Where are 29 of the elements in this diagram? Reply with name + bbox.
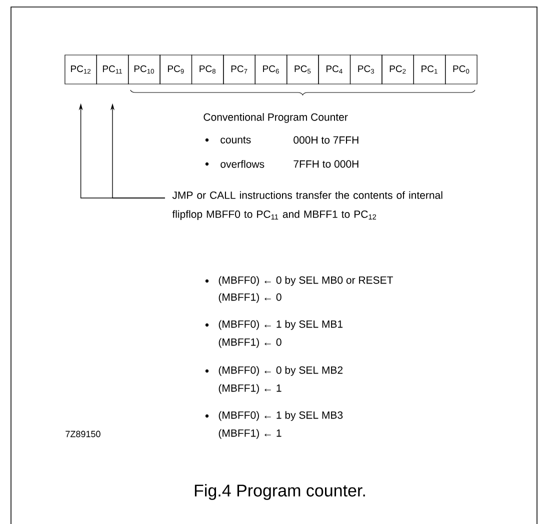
register-cell: PC$_{2}$ — [382, 54, 414, 84]
list-text: counts — [220, 136, 251, 144]
list-text: 7FFH to 000H — [294, 160, 358, 168]
note-text: JMP or CALL instructions transfer the contents of internal flipflop MBFF0 to PC$_{11}$ and MBFF1 to PC$_{12}$ — [172, 191, 442, 220]
register-cell: PC$_{7}$ — [223, 54, 256, 84]
register-cell: PC$_{0}$ — [445, 54, 478, 84]
register-cell: PC$_{10}$ — [128, 54, 160, 84]
register-cell: PC$_{9}$ — [160, 54, 192, 84]
list-text: overflows — [220, 160, 264, 168]
register-cell: PC$_{4}$ — [318, 54, 351, 84]
list-text: (MBFF1) ← 1 — [218, 429, 282, 439]
figure-code: 7Z89150 — [66, 430, 100, 438]
register-cell: PC$_{3}$ — [350, 54, 382, 84]
list-text: (MBFF0) ← 0 by SEL MB2 — [218, 366, 343, 376]
list-text: (MBFF0) ← 1 by SEL MB3 — [218, 411, 343, 421]
register-cell: PC$_{8}$ — [191, 54, 224, 84]
list-text: (MBFF1) ← 1 — [218, 384, 282, 394]
list-text: (MBFF0) ← 0 by SEL MB0 or RESET — [218, 276, 393, 286]
list-text: (MBFF1) ← 0 — [218, 338, 282, 348]
list-text: (MBFF0) ← 1 by SEL MB1 — [218, 320, 343, 330]
register-cell: PC$_{6}$ — [254, 54, 288, 84]
register-cell: PC$_{5}$ — [286, 54, 319, 84]
list-text: (MBFF1) ← 0 — [218, 293, 282, 303]
register-cell: PC$_{12}$ — [64, 54, 97, 84]
heading-text: Conventional Program Counter — [204, 113, 348, 123]
register-cell: PC$_{11}$ — [96, 54, 129, 84]
list-text: 000H to 7FFH — [294, 136, 358, 144]
register-cell: PC$_{1}$ — [413, 54, 446, 84]
caption: Fig.4 Program counter. — [194, 484, 365, 500]
